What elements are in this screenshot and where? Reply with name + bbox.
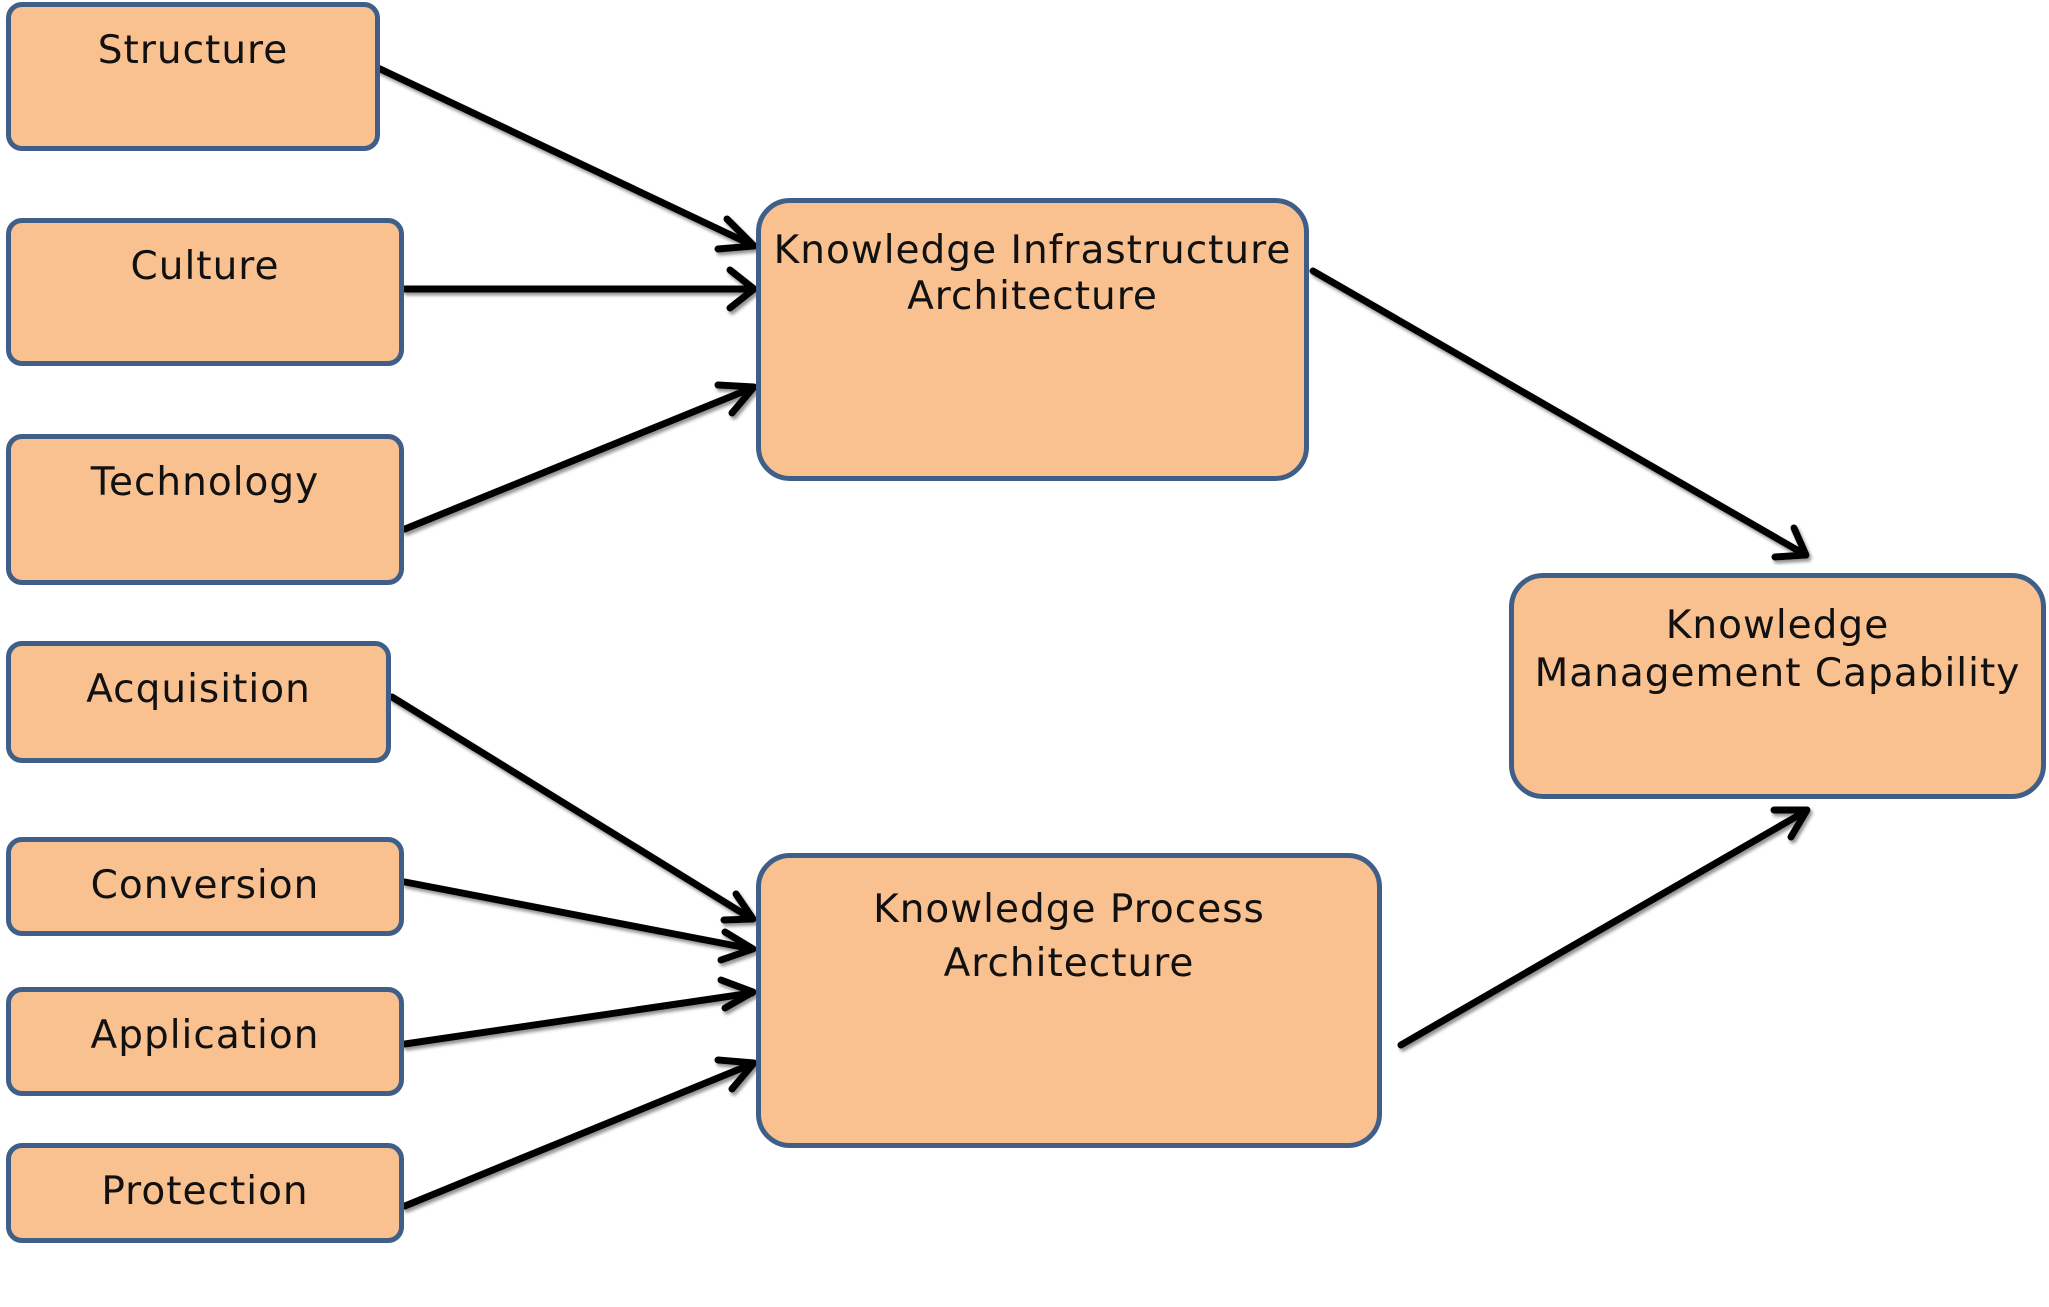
node-technology-label: Technology xyxy=(90,460,320,505)
arrow-application-to-process xyxy=(401,976,757,1048)
node-culture-label: Culture xyxy=(130,244,280,289)
node-knowledge-process-architecture-label: Knowledge Process Architecture xyxy=(873,887,1265,986)
node-acquisition-label: Acquisition xyxy=(86,667,311,712)
node-culture: Culture xyxy=(6,218,404,366)
node-knowledge-infrastructure-architecture-label: Knowledge Infrastructure Architecture xyxy=(773,228,1292,319)
node-conversion-label: Conversion xyxy=(90,863,320,908)
node-knowledge-process-architecture: Knowledge Process Architecture xyxy=(756,853,1382,1148)
arrow-infrastructure-to-capability xyxy=(1309,267,1810,561)
node-knowledge-infrastructure-architecture: Knowledge Infrastructure Architecture xyxy=(756,198,1309,481)
arrow-technology-to-infrastructure xyxy=(401,381,758,533)
arrow-process-to-capability xyxy=(1397,806,1811,1049)
node-knowledge-management-capability: Knowledge Management Capability xyxy=(1509,573,2046,799)
node-structure: Structure xyxy=(6,2,380,151)
node-application-label: Application xyxy=(90,1013,320,1058)
node-technology: Technology xyxy=(6,434,404,585)
node-protection: Protection xyxy=(6,1143,404,1243)
node-acquisition: Acquisition xyxy=(6,641,391,763)
arrow-acquisition-to-process xyxy=(388,693,757,924)
arrow-structure-to-infrastructure xyxy=(374,64,758,253)
node-protection-label: Protection xyxy=(101,1169,309,1214)
node-application: Application xyxy=(6,987,404,1096)
node-knowledge-management-capability-label: Knowledge Management Capability xyxy=(1534,603,2021,696)
node-structure-label: Structure xyxy=(97,28,289,73)
arrow-conversion-to-process xyxy=(401,878,757,964)
node-conversion: Conversion xyxy=(6,837,404,936)
arrow-culture-to-infrastructure xyxy=(401,266,758,312)
arrow-protection-to-process xyxy=(401,1056,758,1210)
